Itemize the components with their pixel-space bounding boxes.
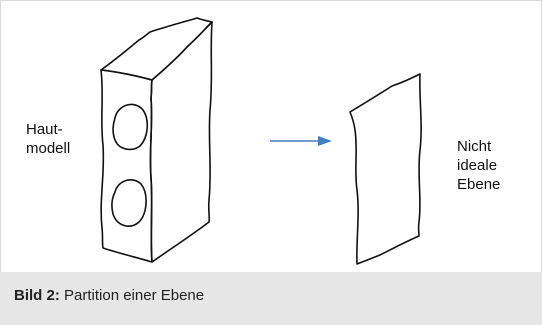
hole-lower <box>111 179 147 227</box>
figure-caption: Bild 2: Partition einer Ebene <box>14 287 204 304</box>
skin-model-label-line-2: modell <box>26 140 71 157</box>
caption-bar <box>0 272 542 325</box>
non-ideal-plane <box>349 73 422 265</box>
skin-model-block <box>100 17 213 263</box>
arrow-right-icon <box>270 136 332 146</box>
non-ideal-plane-label-line-1: Nicht <box>457 138 492 155</box>
skin-model-label-line-1: Haut- <box>26 121 63 138</box>
caption-prefix: Bild 2: <box>14 287 60 304</box>
block-front-face <box>100 69 153 263</box>
skin-model-label: Haut- modell <box>26 120 70 158</box>
non-ideal-plane-label: Nicht ideale Ebene <box>457 137 500 194</box>
caption-text: Partition einer Ebene <box>64 287 205 304</box>
non-ideal-plane-label-line-2: ideale <box>457 157 498 174</box>
diagram-drawing <box>100 17 422 265</box>
hole-upper <box>112 103 149 151</box>
block-right-face <box>149 21 213 263</box>
block-top-face <box>100 17 213 81</box>
non-ideal-plane-label-line-3: Ebene <box>457 176 501 193</box>
